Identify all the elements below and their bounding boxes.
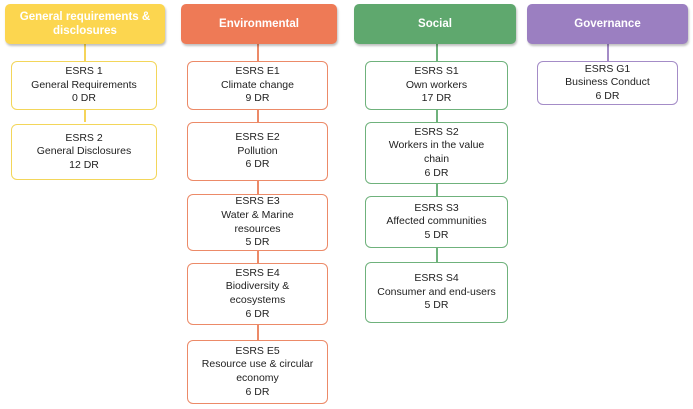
node-name: Consumer and end-users: [377, 285, 496, 298]
node-name: General Requirements: [31, 78, 137, 91]
node-dr: 5 DR: [424, 228, 449, 241]
node-name: Resource use & circular economy: [201, 358, 314, 384]
node-dr: 9 DR: [245, 92, 270, 105]
node-code: ESRS S2: [414, 125, 459, 138]
node-name: General Disclosures: [36, 145, 132, 158]
node-dr: 6 DR: [424, 166, 449, 179]
node-code: ESRS G1: [584, 62, 631, 75]
node-dr: 17 DR: [421, 92, 452, 105]
node-code: ESRS 1: [65, 65, 103, 78]
node-dr: 6 DR: [245, 158, 270, 171]
node-dr: 5 DR: [424, 299, 449, 312]
node-dr: 6 DR: [245, 307, 270, 320]
node-esrs-2: ESRS 2 General Disclosures 12 DR: [11, 124, 157, 180]
node-name: Workers in the value chain: [388, 139, 485, 165]
node-name: Biodiversity & ecosystems: [225, 280, 290, 306]
node-code: ESRS S1: [414, 65, 459, 78]
node-code: ESRS E5: [235, 344, 280, 357]
node-esrs-e3: ESRS E3 Water & Marine resources 5 DR: [187, 194, 328, 251]
header-social: Social: [354, 4, 516, 44]
node-dr: 6 DR: [595, 89, 620, 102]
node-esrs-e5: ESRS E5 Resource use & circular economy …: [187, 340, 328, 404]
node-dr: 5 DR: [245, 236, 270, 249]
node-name: Climate change: [221, 78, 294, 91]
node-code: ESRS E4: [235, 266, 280, 279]
node-dr: 0 DR: [72, 92, 96, 105]
node-esrs-e1: ESRS E1 Climate change 9 DR: [187, 61, 328, 110]
node-code: ESRS E3: [235, 195, 280, 208]
node-dr: 6 DR: [245, 385, 270, 398]
node-esrs-s1: ESRS S1 Own workers 17 DR: [365, 61, 508, 110]
header-environmental: Environmental: [181, 4, 337, 44]
node-esrs-e4: ESRS E4 Biodiversity & ecosystems 6 DR: [187, 263, 328, 325]
node-code: ESRS E2: [235, 131, 280, 144]
node-esrs-1: ESRS 1 General Requirements 0 DR: [11, 61, 157, 110]
node-esrs-s2: ESRS S2 Workers in the value chain 6 DR: [365, 122, 508, 184]
header-general: General requirements & disclosures: [5, 4, 165, 44]
node-name: Water & Marine resources: [221, 208, 294, 235]
connector-governance: [607, 44, 609, 62]
node-code: ESRS 2: [65, 131, 103, 144]
node-code: ESRS S4: [414, 272, 459, 285]
node-dr: 12 DR: [69, 158, 99, 171]
node-esrs-s3: ESRS S3 Affected communities 5 DR: [365, 196, 508, 248]
node-code: ESRS E1: [235, 65, 280, 78]
node-name: Pollution: [237, 144, 278, 157]
node-name: Own workers: [405, 78, 468, 91]
header-governance: Governance: [527, 4, 688, 44]
node-esrs-e2: ESRS E2 Pollution 6 DR: [187, 122, 328, 181]
node-esrs-s4: ESRS S4 Consumer and end-users 5 DR: [365, 262, 508, 323]
node-name: Affected communities: [386, 215, 487, 228]
node-esrs-g1: ESRS G1 Business Conduct 6 DR: [537, 61, 678, 105]
node-code: ESRS S3: [414, 201, 459, 214]
node-name: Business Conduct: [565, 76, 650, 89]
